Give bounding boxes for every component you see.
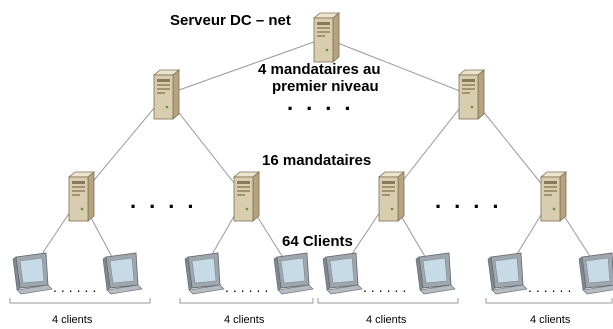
clients-label: 64 Clients xyxy=(282,233,353,250)
ellipsis-level1: .... xyxy=(287,90,364,115)
ellipsis-level2-right: .... xyxy=(435,188,512,213)
level2-label: 16 mandataires xyxy=(262,152,372,169)
client-monitor-icon-4 xyxy=(273,252,314,295)
server-icon-level1-left xyxy=(153,69,180,120)
root-server-label: Serveur DC – net xyxy=(170,12,291,29)
level1-label-line1: 4 mandataires au xyxy=(258,61,381,78)
group-label-1: 4 clients xyxy=(52,314,93,326)
ellipsis-clients-1: ...... xyxy=(53,279,101,295)
server-icon-level2-3 xyxy=(378,171,405,222)
server-icon-level1-right xyxy=(458,69,485,120)
ellipsis-clients-4: ...... xyxy=(528,279,576,295)
server-icon-level2-1 xyxy=(68,171,95,222)
level1-label-line2: premier niveau xyxy=(272,78,379,95)
group-label-4: 4 clients xyxy=(530,314,571,326)
group-label-2: 4 clients xyxy=(224,314,265,326)
client-monitor-icon-2 xyxy=(102,252,143,295)
client-monitor-icon-8 xyxy=(578,252,613,295)
client-monitor-icon-5 xyxy=(322,252,363,295)
server-icon-level2-2 xyxy=(233,171,260,222)
client-monitor-icon-1 xyxy=(12,252,53,295)
ellipsis-level2-left: .... xyxy=(130,188,207,213)
client-monitor-icon-3 xyxy=(184,252,225,295)
server-icon-level2-4 xyxy=(540,171,567,222)
client-monitor-icon-7 xyxy=(487,252,528,295)
client-monitor-icon-6 xyxy=(415,252,456,295)
server-icon-root xyxy=(313,12,340,63)
ellipsis-clients-3: ...... xyxy=(363,279,411,295)
group-label-3: 4 clients xyxy=(366,314,407,326)
ellipsis-clients-2: ...... xyxy=(225,279,273,295)
